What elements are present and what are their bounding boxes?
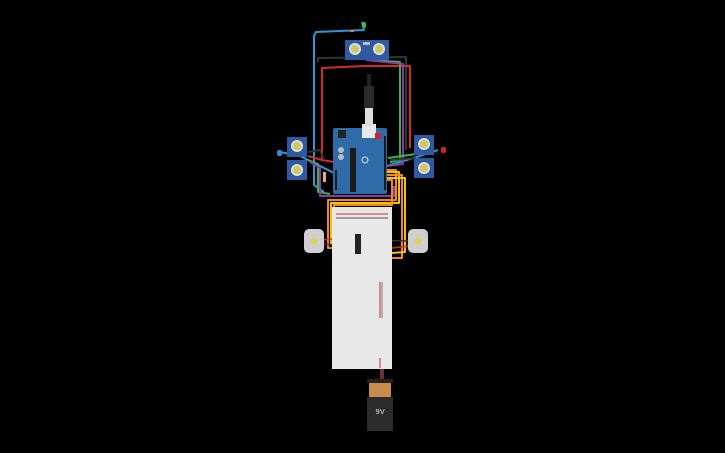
battery-label: 9V xyxy=(375,408,384,416)
resistor-left[interactable] xyxy=(323,172,326,182)
wire-purple-left[interactable] xyxy=(309,161,395,197)
ultrasonic-sensor-top[interactable] xyxy=(345,40,389,60)
ultrasonic-sensor-left-lower[interactable] xyxy=(287,160,307,180)
breadboard[interactable] xyxy=(332,207,392,369)
wire-orange-1[interactable] xyxy=(327,169,397,249)
wire-red-left[interactable] xyxy=(307,155,335,163)
led-green[interactable] xyxy=(350,22,366,32)
wire-purple-top[interactable] xyxy=(365,59,404,167)
arduino-uno[interactable] xyxy=(333,124,387,194)
dc-motor-right[interactable] xyxy=(408,229,428,253)
wire-red-top[interactable] xyxy=(321,65,411,160)
wire-green-right[interactable] xyxy=(387,153,417,159)
wire-green-left[interactable] xyxy=(307,159,331,195)
wire-yellow-2[interactable] xyxy=(379,177,406,255)
usb-cable[interactable] xyxy=(364,74,374,126)
ultrasonic-sensor-right-upper[interactable] xyxy=(414,135,434,155)
ultrasonic-sensor-left-upper[interactable] xyxy=(287,137,307,157)
dc-motor-left[interactable] xyxy=(304,229,324,253)
wire-black-left[interactable] xyxy=(307,149,325,161)
ultrasonic-sensor-right-lower[interactable] xyxy=(414,158,434,178)
motor-driver-ic[interactable] xyxy=(355,234,361,254)
wire-blue-top-led[interactable] xyxy=(313,21,365,193)
wire-black-right[interactable] xyxy=(389,157,417,161)
led-blue[interactable] xyxy=(277,150,282,156)
led-red[interactable] xyxy=(441,147,446,153)
battery-9v[interactable]: 9V xyxy=(367,379,393,431)
